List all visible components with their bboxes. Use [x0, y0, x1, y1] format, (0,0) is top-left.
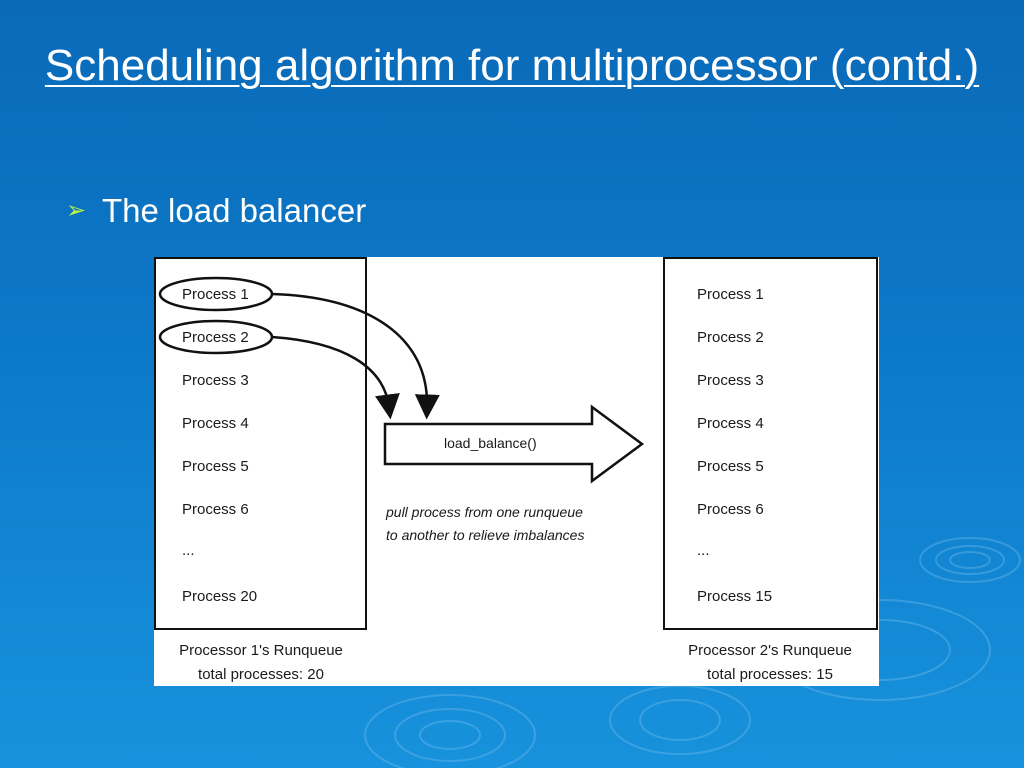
left-queue-item: Process 4 [182, 415, 249, 432]
process-2-highlight-oval [158, 319, 274, 355]
processor-2-runqueue-label: Processor 2's Runqueue [688, 642, 852, 659]
right-queue-item: Process 5 [697, 458, 764, 475]
left-queue-item: Process 5 [182, 458, 249, 475]
note-line-1: pull process from one runqueue [386, 504, 583, 520]
left-queue-item: Process 3 [182, 372, 249, 389]
left-queue-item: ... [182, 542, 195, 559]
bullet-item: ➢ The load balancer [66, 190, 366, 232]
right-queue-item: Process 2 [697, 329, 764, 346]
process-1-highlight-oval [158, 276, 274, 312]
processor-1-total-processes: total processes: 20 [198, 666, 324, 683]
note-line-2: to another to relieve imbalances [386, 527, 585, 543]
load-balance-arrow [383, 404, 645, 484]
migration-arrow-process-2 [271, 335, 400, 420]
processor-2-caption: Processor 2's Runqueue total processes: … [660, 639, 880, 687]
processor-1-runqueue-box [154, 257, 367, 630]
slide-title: Scheduling algorithm for multiprocessor … [44, 41, 980, 90]
right-queue-item: Process 4 [697, 415, 764, 432]
load-balance-note: pull process from one runqueue to anothe… [386, 501, 626, 547]
right-queue-item: Process 15 [697, 588, 773, 605]
processor-2-total-processes: total processes: 15 [707, 666, 833, 683]
arrow-bullet-icon: ➢ [66, 197, 87, 224]
left-queue-item: Process 1 [182, 286, 249, 303]
right-queue-item: ... [697, 542, 710, 559]
load-balance-label: load_balance() [444, 435, 537, 451]
diagram-shapes [158, 276, 645, 484]
processor-1-caption: Processor 1's Runqueue total processes: … [151, 639, 371, 687]
left-queue-item: Process 20 [182, 588, 258, 605]
left-queue-item: Process 6 [182, 501, 249, 518]
right-queue-item: Process 6 [697, 501, 764, 518]
processor-1-runqueue-label: Processor 1's Runqueue [179, 642, 343, 659]
processor-2-runqueue-box [663, 257, 878, 630]
right-queue-item: Process 3 [697, 372, 764, 389]
bullet-text: The load balancer [102, 192, 367, 229]
load-balancer-diagram: Process 1 Process 2 Process 3 Process 4 … [154, 257, 879, 686]
left-queue-item: Process 2 [182, 329, 249, 346]
migration-arrow-process-1 [271, 292, 440, 420]
right-queue-item: Process 1 [697, 286, 764, 303]
